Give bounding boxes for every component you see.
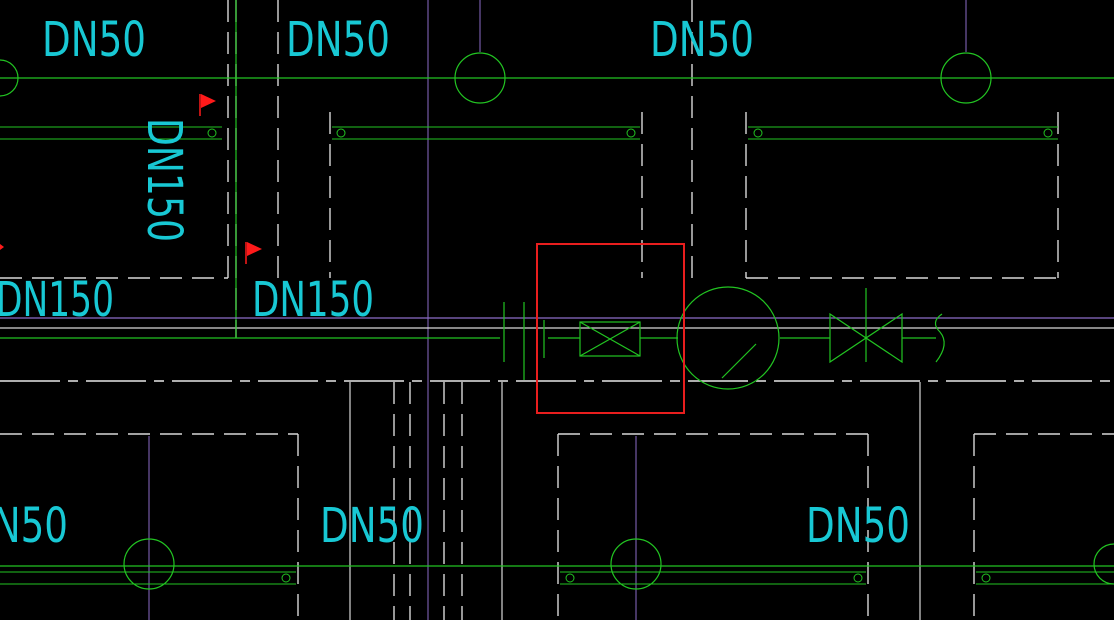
pipe-size-label: DN50 [650,12,754,68]
pipe-break-symbol [934,313,945,363]
pipe-size-label: DN50 [42,12,146,68]
pipe-size-label: DN150 [0,272,114,328]
flag-icon [245,242,262,264]
drain-circle [454,52,506,104]
pipe-size-label: DN50 [286,12,390,68]
drains [0,52,1114,590]
gate-valve-icon [829,288,903,364]
pipe-size-label: DN50 [0,498,68,554]
solid-walls [0,327,1114,620]
drain-circle [1093,543,1114,585]
strainer-icon [579,321,641,357]
pipe-size-label: DN150 [252,272,374,328]
pipes [0,0,1114,567]
highlight-box[interactable] [536,243,685,414]
drain-circle [123,538,175,590]
rails [0,126,1114,585]
pipe-size-label: DN50 [806,498,910,554]
flag-icon-partial [0,244,4,250]
drain-circle [610,538,662,590]
water-meter-icon [676,286,780,390]
pipe-size-label: DN50 [320,498,424,554]
pipe-size-label-vertical: DN150 [136,118,192,242]
drain-circle [940,52,992,104]
flag-icon [199,94,216,116]
drain-circle [0,59,19,97]
flange-fitting [503,302,545,380]
